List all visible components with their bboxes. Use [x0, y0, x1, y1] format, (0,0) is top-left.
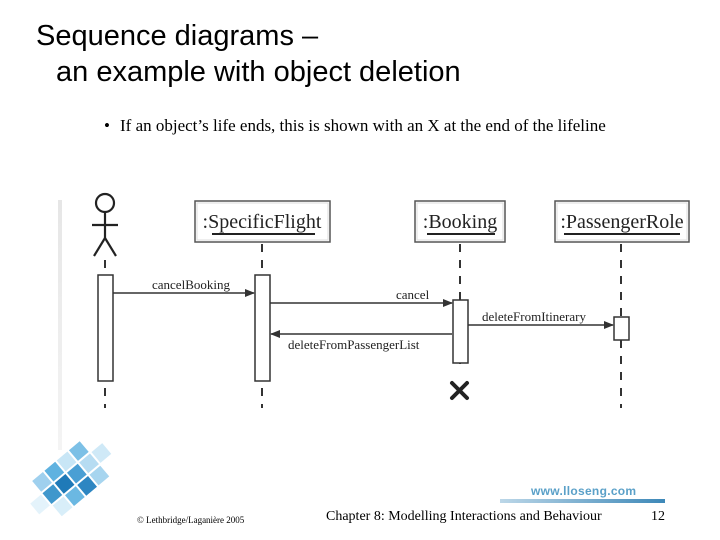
- activation-booking: [452, 299, 469, 364]
- bullet-symbol: •: [104, 116, 110, 135]
- object-label-specificflight: :SpecificFlight: [203, 211, 322, 233]
- title-line-1: Sequence diagrams –: [36, 20, 319, 52]
- diagram-frame-edge: [58, 200, 62, 450]
- message-label-deletefromitinerary: deleteFromItinerary: [482, 309, 586, 324]
- object-label-booking: :Booking: [423, 211, 497, 233]
- actor-figure: [92, 192, 118, 257]
- activation-specificflight: [254, 274, 271, 382]
- slide-title: Sequence diagrams – an example with obje…: [36, 18, 461, 90]
- object-box-passengerrole: :PassengerRole: [554, 200, 690, 243]
- footer-chapter: Chapter 8: Modelling Interactions and Be…: [326, 509, 602, 524]
- title-line-2: an example with object deletion: [56, 56, 461, 88]
- page-number: 12: [651, 509, 665, 524]
- activation-actor: [97, 274, 114, 382]
- object-box-specificflight: :SpecificFlight: [194, 200, 331, 243]
- footer-url: www.lloseng.com: [531, 484, 637, 498]
- footer-accent-bar: [500, 499, 665, 503]
- message-deletefromitinerary: deleteFromItinerary: [468, 309, 614, 329]
- message-deletefrompassengerlist: deleteFromPassengerList: [270, 330, 452, 352]
- bullet-point: • If an object’s life ends, this is show…: [104, 114, 669, 137]
- destroy-x-icon: [450, 381, 469, 400]
- message-label-deletefrompassengerlist: deleteFromPassengerList: [288, 337, 420, 352]
- bullet-text: If an object’s life ends, this is shown …: [120, 116, 606, 135]
- message-cancel: cancel: [270, 287, 453, 307]
- mosaic-logo-icon: [30, 441, 112, 517]
- activation-passengerrole: [613, 316, 630, 341]
- object-box-booking: :Booking: [414, 200, 506, 243]
- message-cancelbooking: cancelBooking: [113, 277, 255, 297]
- message-label-cancel: cancel: [396, 287, 430, 302]
- footer-copyright: © Lethbridge/Laganière 2005: [137, 515, 245, 525]
- object-label-passengerrole: :PassengerRole: [560, 211, 683, 233]
- message-label-cancelbooking: cancelBooking: [152, 277, 230, 292]
